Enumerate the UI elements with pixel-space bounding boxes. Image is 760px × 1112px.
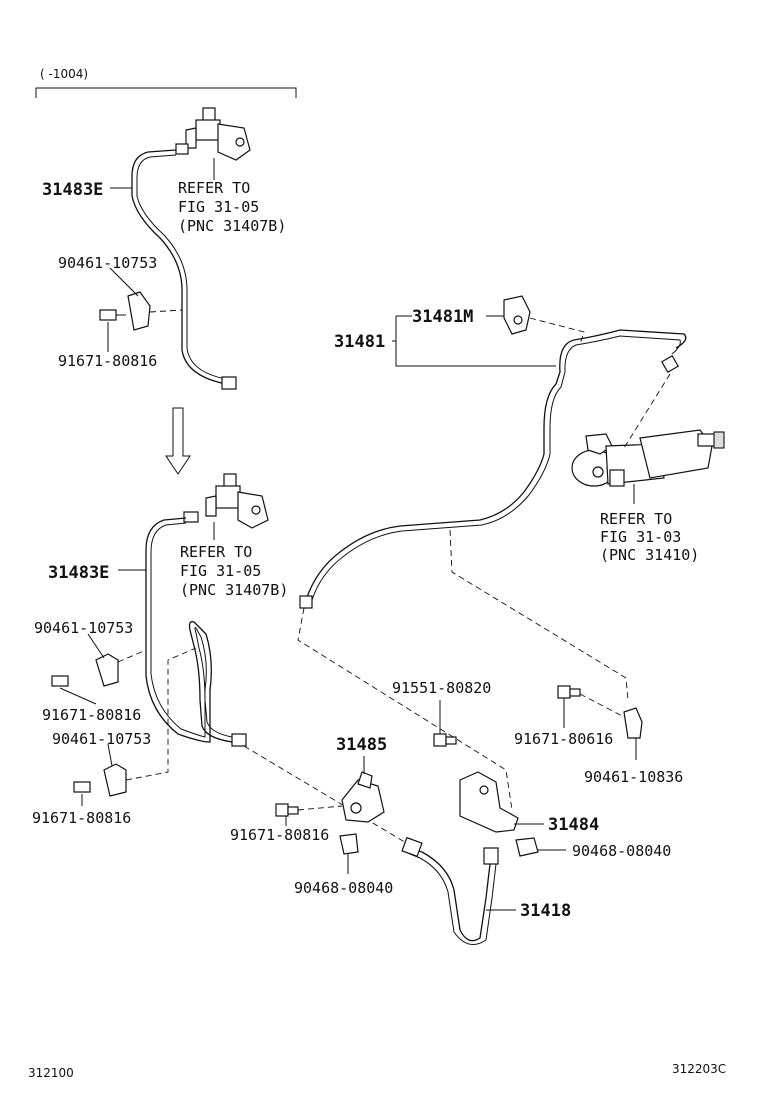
label-91671-80816-d: 91671-80816 bbox=[230, 826, 329, 844]
footer-left-code: 312100 bbox=[28, 1066, 74, 1080]
refer-c-line2: FIG 31-05 bbox=[180, 562, 261, 580]
hose-fitting-a bbox=[401, 836, 423, 858]
label-31484: 31484 bbox=[548, 815, 599, 835]
brake-tube-bottom bbox=[145, 517, 233, 743]
label-90461-10753-b: 90461-10753 bbox=[34, 619, 133, 637]
tube-nut-left bbox=[299, 595, 313, 609]
footer-right-code: 312203C bbox=[672, 1062, 726, 1076]
label-31485: 31485 bbox=[336, 735, 387, 755]
label-31483E-bottom: 31483E bbox=[48, 563, 109, 583]
label-90468-08040-a: 90468-08040 bbox=[572, 842, 671, 860]
tube-clamp-b bbox=[51, 653, 119, 687]
brake-tube-top bbox=[131, 149, 227, 385]
hose-fitting-b bbox=[483, 847, 499, 865]
refer-c-line1: REFER TO bbox=[180, 543, 252, 561]
bolt-91671-80816-d bbox=[275, 803, 299, 817]
label-90461-10836: 90461-10836 bbox=[584, 768, 683, 786]
refer-a-line3: (PNC 31407B) bbox=[178, 217, 286, 235]
label-90461-10753-a: 90461-10753 bbox=[58, 254, 157, 272]
tube-nut-top bbox=[221, 376, 237, 390]
refer-a-line2: FIG 31-05 bbox=[178, 198, 259, 216]
range-bracket bbox=[35, 87, 297, 98]
clip-90468-08040-b bbox=[515, 837, 539, 857]
bolt-91551-80820 bbox=[433, 733, 457, 747]
label-91671-80616: 91671-80616 bbox=[514, 730, 613, 748]
refer-c-line3: (PNC 31407B) bbox=[180, 581, 288, 599]
label-90468-08040-b: 90468-08040 bbox=[294, 879, 393, 897]
label-31481: 31481 bbox=[334, 332, 385, 352]
arrow-down-icon bbox=[165, 407, 191, 475]
label-31483E-top: 31483E bbox=[42, 180, 103, 200]
tube-nut-bottom bbox=[231, 733, 247, 747]
range-note: ( -1004) bbox=[40, 67, 88, 81]
tube-clamp-c bbox=[73, 763, 127, 797]
label-31418: 31418 bbox=[520, 901, 571, 921]
label-91671-80816-b: 91671-80816 bbox=[42, 706, 141, 724]
tube-clamp-top bbox=[99, 291, 151, 331]
refer-b-line3: (PNC 31410) bbox=[600, 546, 699, 564]
label-31481M: 31481M bbox=[412, 307, 473, 327]
label-91671-80816-c: 91671-80816 bbox=[32, 809, 131, 827]
brake-tube-main bbox=[305, 329, 687, 601]
master-cylinder bbox=[571, 429, 725, 487]
label-91671-80816-a: 91671-80816 bbox=[58, 352, 157, 370]
clip-90468-08040-a bbox=[339, 833, 359, 855]
clip-90461-10836 bbox=[623, 707, 643, 739]
proportioning-valve-top bbox=[175, 107, 251, 161]
flex-hose-31418 bbox=[407, 847, 491, 942]
proportioning-valve-bottom bbox=[183, 473, 269, 529]
bracket-31484 bbox=[459, 771, 519, 833]
bolt-91671-80616 bbox=[557, 685, 581, 699]
bracket-31485 bbox=[341, 771, 385, 823]
tube-nut-right bbox=[660, 354, 680, 374]
refer-b-line1: REFER TO bbox=[600, 510, 672, 528]
label-90461-10753-c: 90461-10753 bbox=[52, 730, 151, 748]
clip-31481M bbox=[503, 295, 531, 335]
refer-a-line1: REFER TO bbox=[178, 179, 250, 197]
label-91551-80820: 91551-80820 bbox=[392, 679, 491, 697]
refer-b-line2: FIG 31-03 bbox=[600, 528, 681, 546]
